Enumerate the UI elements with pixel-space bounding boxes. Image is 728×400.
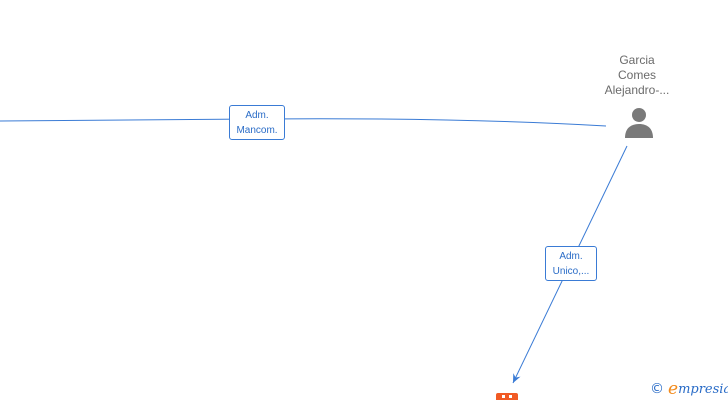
company-icon[interactable] xyxy=(496,393,518,400)
brand-logo-text: mpresia xyxy=(678,381,728,397)
empresia-watermark: © e mpresia xyxy=(650,379,728,399)
person-icon[interactable] xyxy=(622,106,656,140)
edge-label-mancom-line-2: Mancom. xyxy=(236,125,278,136)
edge-label-mancom-line-1: Adm. xyxy=(245,110,269,121)
person-name-line-1: Garcia xyxy=(619,53,655,67)
edge-label-mancom[interactable]: Adm. Mancom. xyxy=(229,105,285,140)
edge-label-unico-line-2: Unico,... xyxy=(552,266,590,277)
person-name-line-2: Comes xyxy=(617,68,656,82)
edge-line-mancom[interactable] xyxy=(0,118,607,127)
edge-label-unico-line-1: Adm. xyxy=(559,251,583,262)
edge-label-unico[interactable]: Adm. Unico,... xyxy=(545,246,597,281)
person-name-line-3: Alejandro-... xyxy=(604,83,670,97)
brand-logo-initial: e xyxy=(668,379,679,399)
copyright-icon: © xyxy=(650,381,664,397)
person-node-label[interactable]: Garcia Comes Alejandro-... xyxy=(598,53,676,98)
